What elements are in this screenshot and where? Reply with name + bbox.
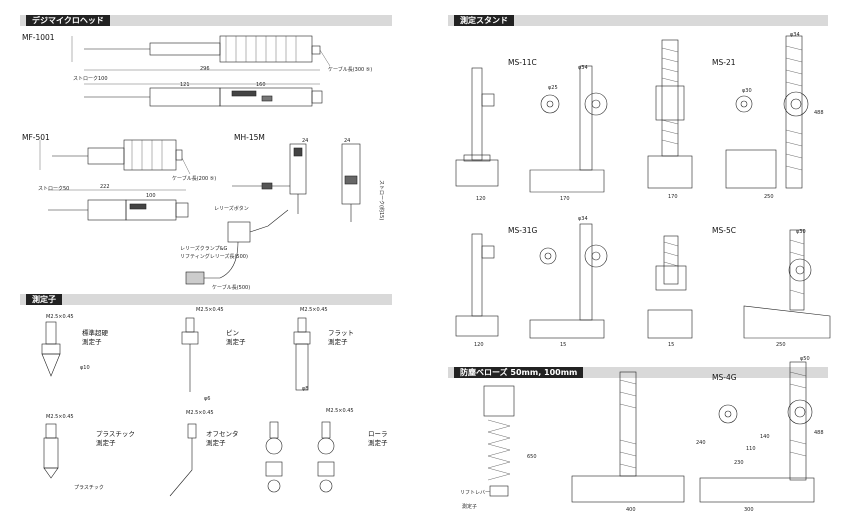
- thread-label: M2.5×0.45: [196, 307, 224, 313]
- roller-probe-label-2: 測定子: [368, 439, 388, 447]
- dim-phi: φ30: [796, 229, 806, 235]
- stroke-label-mf501: ストローク50: [38, 186, 70, 192]
- flat-probe-label-1: フラット: [328, 329, 354, 337]
- model-label-ms11c: MS-11C: [508, 58, 537, 67]
- model-label-mf501: MF-501: [22, 133, 50, 142]
- dim-number: 300: [744, 507, 754, 513]
- dim-number: 240: [696, 440, 706, 446]
- mf1001-side-view: [84, 83, 323, 107]
- section-header-bellows: 防塵ベローズ 50mm, 100mm: [448, 367, 828, 378]
- dim-number: 100: [146, 193, 156, 199]
- model-label-mh15m: MH-15M: [234, 133, 265, 142]
- model-label-mf1001: MF-1001: [22, 33, 55, 42]
- cable-label-500: ケーブル長(500): [212, 285, 251, 291]
- plastic-probe-label-1: プラスチック: [96, 430, 135, 438]
- section-title: デジマイクロヘッド: [26, 15, 110, 26]
- std-probe-label-2: 測定子: [82, 338, 102, 346]
- dim-phi: φ8: [302, 386, 309, 392]
- model-label-ms31g: MS-31G: [508, 226, 538, 235]
- thread-label: M2.5×0.45: [300, 307, 328, 313]
- dim-number: 230: [734, 460, 744, 466]
- model-label-ms5c: MS-5C: [712, 226, 736, 235]
- ms21-stand: [647, 35, 809, 189]
- stroke-label-mf1001: ストローク100: [73, 76, 108, 82]
- ms11c-stand: [455, 65, 608, 193]
- section-title: 測定スタンド: [454, 15, 514, 26]
- pin-probe-label-1: ピン: [226, 329, 239, 337]
- dim-number: 170: [560, 196, 570, 202]
- dim-number: 296: [200, 66, 210, 72]
- mf1001-top-view: [71, 35, 331, 71]
- section-header-digimicro: デジマイクロヘッド: [20, 15, 392, 26]
- dim-number: 160: [256, 82, 266, 88]
- lifting-release-label: リフティングレリーズ長(500): [180, 254, 248, 260]
- cable-label-200: ケーブル長(200 ⑤): [172, 176, 217, 182]
- dim-phi: φ30: [742, 88, 752, 94]
- plastic-probe-label-2: 測定子: [96, 439, 116, 447]
- dim-number: 222: [100, 184, 110, 190]
- section-title: 防塵ベローズ 50mm, 100mm: [454, 367, 584, 378]
- dim-number: 250: [764, 194, 774, 200]
- dim-phi: φ25: [548, 85, 558, 91]
- dim-phi: φ6: [204, 396, 211, 402]
- ms4g-stand: [571, 361, 815, 503]
- bellows-drawing: [483, 385, 515, 497]
- dim-number: 650: [527, 454, 537, 460]
- lift-lever-label: リフトレバー: [460, 490, 491, 496]
- thread-label: M2.5×0.45: [46, 314, 74, 320]
- dim-phi: φ34: [790, 32, 800, 38]
- model-label-ms21: MS-21: [712, 58, 736, 67]
- dim-number: 400: [626, 507, 636, 513]
- dim-number: 24: [344, 138, 351, 144]
- dim-number: 488: [814, 430, 824, 436]
- dim-number: 250: [776, 342, 786, 348]
- dim-phi: φ34: [578, 65, 588, 71]
- mf501-top-view: [39, 139, 191, 175]
- release-button-label: レリーズボタン: [214, 206, 249, 212]
- offset-probe-label-1: オフセンタ: [206, 430, 239, 438]
- release-clamp-label: レリーズクランプ&G: [180, 246, 228, 252]
- dim-number: 170: [668, 194, 678, 200]
- ms31g-stand: [455, 223, 608, 339]
- offset-probe-label-2: 測定子: [206, 439, 226, 447]
- flat-probe-label-2: 測定子: [328, 338, 348, 346]
- dim-number: 15: [560, 342, 567, 348]
- ms5c-stand: [647, 229, 831, 339]
- thread-label: M2.5×0.45: [46, 414, 74, 420]
- dim-phi: φ50: [800, 356, 810, 362]
- thread-label: M2.5×0.45: [186, 410, 214, 416]
- plastic-small-label: プラスチック: [74, 485, 104, 491]
- std-probe-label-1: 標準超硬: [82, 329, 108, 337]
- pin-probe-label-2: 測定子: [226, 338, 246, 346]
- cable-label-300: ケーブル長(300 ⑤): [328, 67, 373, 73]
- dim-phi: φ10: [80, 365, 90, 371]
- mf501-side-view: [48, 189, 189, 221]
- dim-number: 120: [474, 342, 484, 348]
- dim-number: 488: [814, 110, 824, 116]
- model-label-ms4g: MS-4G: [712, 373, 737, 382]
- dim-number: 120: [476, 196, 486, 202]
- dim-number: 24: [302, 138, 309, 144]
- probe-drawings: [41, 317, 335, 497]
- dim-number: 15: [668, 342, 675, 348]
- dim-number: 121: [180, 82, 190, 88]
- mh15m-head: [185, 143, 361, 285]
- section-header-probe: 測定子: [20, 294, 392, 305]
- dim-number: 110: [746, 446, 756, 452]
- thread-label: M2.5×0.45: [326, 408, 354, 414]
- dim-number: 140: [760, 434, 770, 440]
- probe-small-label: 測定子: [462, 504, 478, 510]
- section-title: 測定子: [26, 294, 62, 305]
- section-header-stand: 測定スタンド: [448, 15, 828, 26]
- dim-phi: φ34: [578, 216, 588, 222]
- roller-probe-label-1: ローラ: [368, 430, 388, 438]
